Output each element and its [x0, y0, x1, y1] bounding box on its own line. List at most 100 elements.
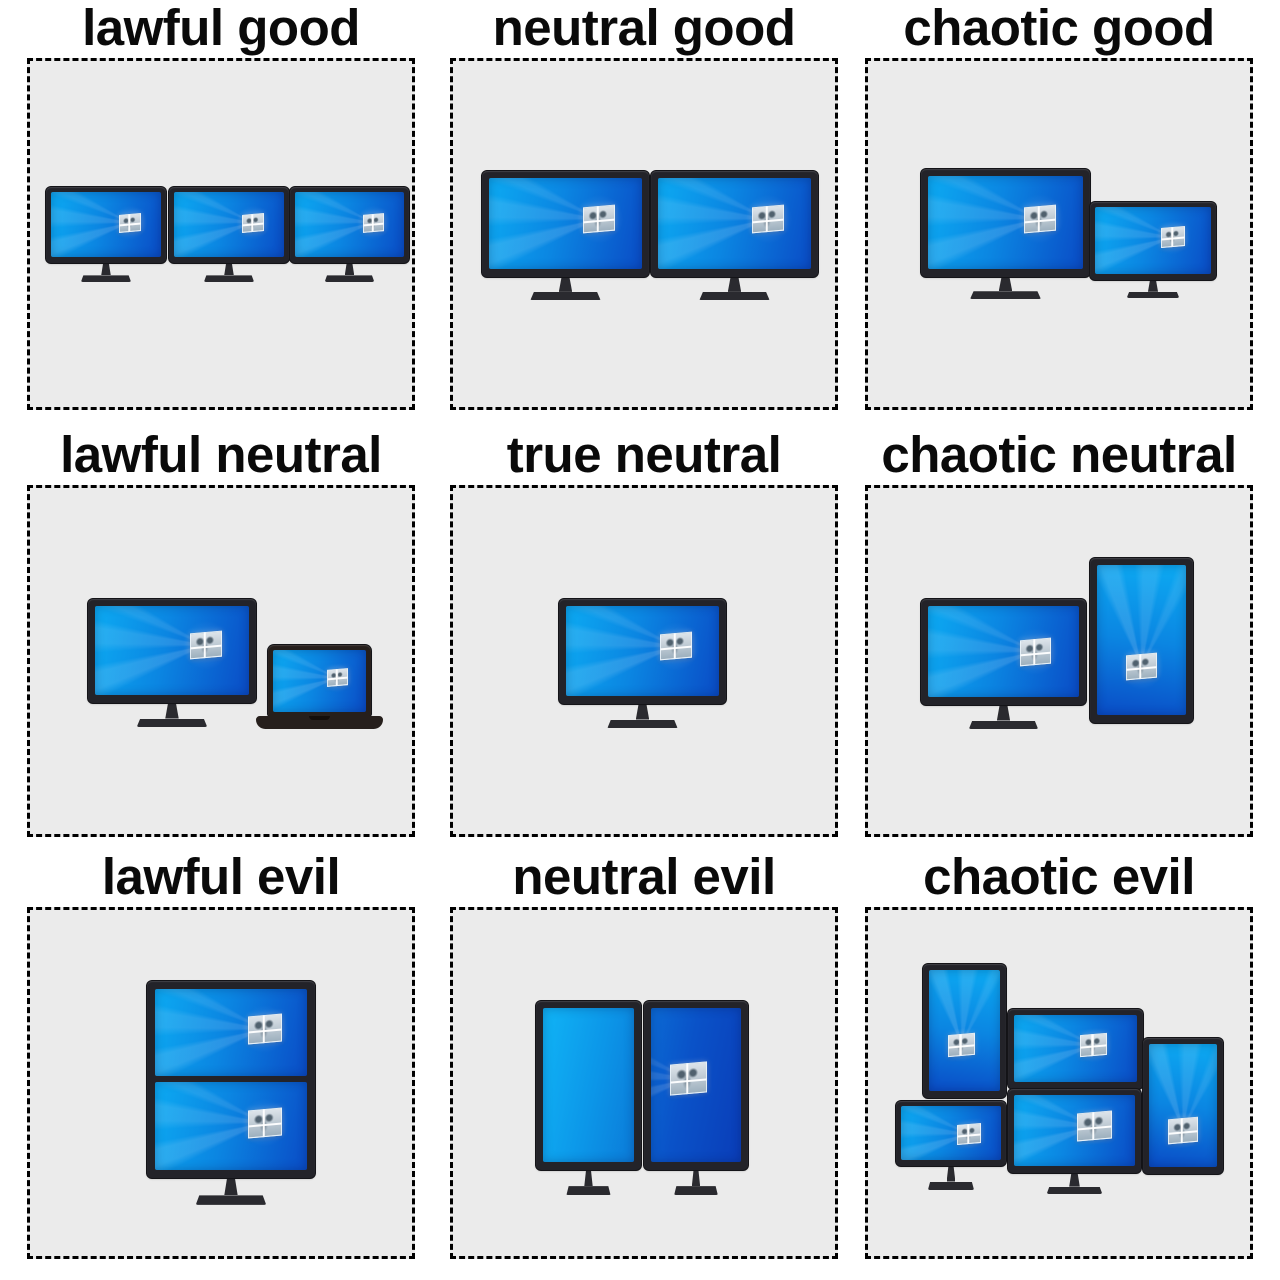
monitor-stand-base [968, 720, 1039, 729]
monitor-icon [1090, 558, 1193, 723]
monitor-stand-base [927, 1181, 975, 1190]
cell-title: lawful neutral [60, 426, 382, 483]
cell-true-neutral: true neutral [450, 427, 838, 837]
monitor-screen [1095, 207, 1211, 274]
face-wallpaper-icon [1076, 1110, 1112, 1142]
monitor-screen [1149, 1044, 1217, 1167]
face-wallpaper-icon [247, 1107, 282, 1138]
cell-chaotic-neutral: chaotic neutral [865, 427, 1253, 837]
monitor-stand-neck [727, 276, 742, 292]
monitor-stand-base [80, 275, 132, 283]
monitor-stand-base [674, 1186, 718, 1195]
monitor-screen [566, 606, 719, 696]
monitor-screen [651, 1008, 741, 1162]
face-wallpaper-icon [660, 632, 692, 661]
monitor-icon [1008, 1089, 1141, 1173]
monitor-icon [536, 1001, 641, 1170]
cell-neutral-good: neutral good [450, 0, 838, 410]
monitor-stand-base [970, 291, 1041, 300]
cell-lawful-evil: lawful evil [27, 849, 415, 1259]
monitor-icon [923, 964, 1006, 1098]
cell-chaotic-good: chaotic good [865, 0, 1253, 410]
face-wallpaper-icon [189, 630, 222, 660]
monitor-stand-base [195, 1195, 267, 1205]
monitor-stand-neck [635, 703, 650, 720]
monitor-screen [658, 178, 811, 269]
monitor-stand-base [699, 291, 770, 301]
face-wallpaper-icon [583, 204, 615, 234]
monitor-stand-neck [996, 704, 1011, 721]
cell-box [450, 907, 838, 1259]
monitor-stand-base [566, 1186, 611, 1195]
stacked-monitors-icon [147, 981, 315, 1178]
monitor-stand-neck [584, 1169, 593, 1187]
cell-chaotic-evil: chaotic evil [865, 849, 1253, 1259]
monitor-icon [1143, 1038, 1223, 1174]
face-wallpaper-icon [1167, 1116, 1199, 1144]
monitor-screen [174, 192, 284, 257]
monitor-screen [901, 1106, 1001, 1160]
monitor-stand-neck [1069, 1172, 1080, 1187]
monitor-screen [273, 650, 366, 712]
face-wallpaper-icon [956, 1123, 982, 1146]
monitor-icon [559, 599, 726, 704]
monitor-screen [95, 606, 249, 695]
face-wallpaper-icon [1080, 1032, 1108, 1058]
monitor-screen [155, 989, 307, 1076]
monitor-screen [928, 606, 1079, 697]
face-wallpaper-icon [1019, 637, 1051, 666]
face-wallpaper-icon [752, 204, 784, 234]
cell-lawful-good: lawful good [27, 0, 415, 410]
laptop-hinge-notch [309, 716, 330, 720]
cell-title: chaotic good [903, 0, 1215, 56]
monitor-stand-neck [165, 702, 179, 719]
monitor-stand-base [324, 275, 375, 283]
cell-box [27, 485, 415, 837]
monitor-stand-neck [101, 262, 111, 276]
face-wallpaper-icon [326, 668, 348, 688]
monitor-stand-base [607, 719, 678, 728]
cell-box [865, 58, 1253, 410]
monitor-screen [1097, 565, 1186, 715]
laptop-base [256, 716, 383, 729]
monitor-stand-neck [224, 262, 234, 276]
cell-title: lawful evil [101, 848, 341, 905]
monitor-screen [1014, 1015, 1137, 1082]
monitor-stand-neck [691, 1169, 701, 1187]
monitor-screen [928, 176, 1083, 269]
face-wallpaper-icon [1126, 652, 1157, 682]
face-wallpaper-icon [670, 1061, 708, 1096]
monitor-screen [543, 1008, 634, 1162]
cell-title: neutral good [492, 0, 796, 56]
face-wallpaper-icon [119, 212, 141, 233]
monitor-stand-neck [344, 262, 355, 276]
cell-box [27, 58, 415, 410]
monitor-screen [929, 970, 1000, 1091]
monitor-icon [651, 171, 818, 277]
monitor-icon [896, 1101, 1006, 1166]
cell-title: chaotic evil [923, 848, 1195, 905]
monitor-stand-neck [1147, 279, 1159, 292]
cell-box [450, 485, 838, 837]
face-wallpaper-icon [1023, 204, 1056, 234]
face-wallpaper-icon [242, 212, 264, 233]
monitor-screen [155, 1082, 307, 1170]
monitor-icon [1008, 1009, 1143, 1089]
cell-lawful-neutral: lawful neutral [27, 427, 415, 837]
monitor-icon [921, 169, 1090, 277]
monitor-stand-neck [998, 276, 1013, 292]
monitor-icon [88, 599, 256, 703]
monitor-stand-base [203, 275, 255, 283]
monitor-icon [169, 187, 289, 263]
cell-title: neutral evil [512, 848, 776, 905]
monitor-screen [295, 192, 404, 257]
monitor-screen [51, 192, 161, 257]
monitor-icon [290, 187, 409, 263]
cell-title: true neutral [506, 426, 782, 483]
cell-box [865, 485, 1253, 837]
cell-title: lawful good [82, 0, 360, 56]
monitor-stand-neck [224, 1177, 238, 1196]
cell-neutral-evil: neutral evil [450, 849, 838, 1259]
cell-title: chaotic neutral [881, 426, 1237, 483]
